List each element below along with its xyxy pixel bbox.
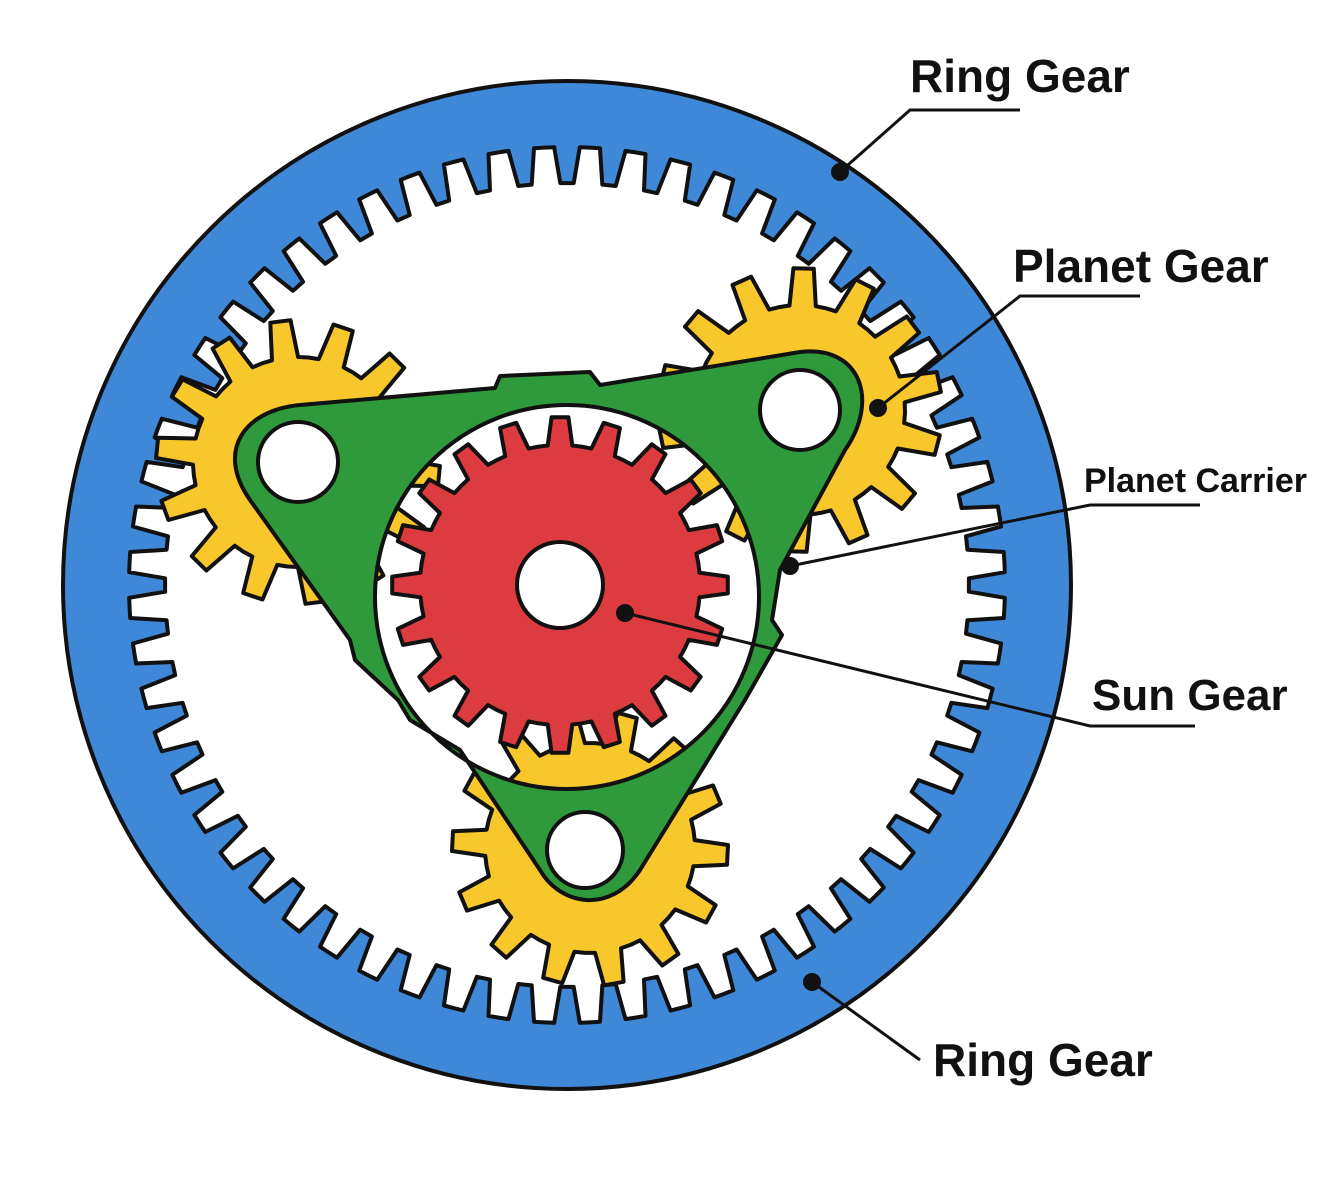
anchor-dot-ring-gear-top <box>831 163 849 181</box>
label-planet-carrier: Planet Carrier <box>1084 462 1307 500</box>
label-sun-gear: Sun Gear <box>1092 671 1288 720</box>
labels: Ring Gear Planet Gear Planet Carrier Sun… <box>910 50 1307 1086</box>
sun-gear <box>390 415 730 755</box>
planet-carrier-bore-bottom <box>545 810 625 890</box>
leader-sun-gear <box>624 611 1195 728</box>
planet-carrier-bore-right <box>758 368 842 452</box>
sun-gear-bore <box>515 540 605 630</box>
anchor-dot-ring-gear-bottom <box>803 973 821 991</box>
anchor-dot-planet-carrier <box>781 557 799 575</box>
label-ring-gear-top: Ring Gear <box>910 50 1130 102</box>
label-ring-gear-bottom: Ring Gear <box>933 1034 1153 1086</box>
leader-planet-gear <box>877 294 1140 410</box>
leader-planet-carrier <box>789 503 1200 568</box>
anchor-dot-sun-gear <box>616 604 634 622</box>
label-planet-gear: Planet Gear <box>1013 240 1269 292</box>
planet-carrier-plate <box>232 349 865 903</box>
leader-ring-gear-top <box>839 108 1020 174</box>
leader-lines <box>616 108 1200 1062</box>
anchor-dot-planet-gear <box>869 399 887 417</box>
leader-ring-gear-bottom <box>811 980 921 1062</box>
planet-carrier <box>232 349 865 903</box>
planet-carrier-bore-left <box>256 420 340 504</box>
